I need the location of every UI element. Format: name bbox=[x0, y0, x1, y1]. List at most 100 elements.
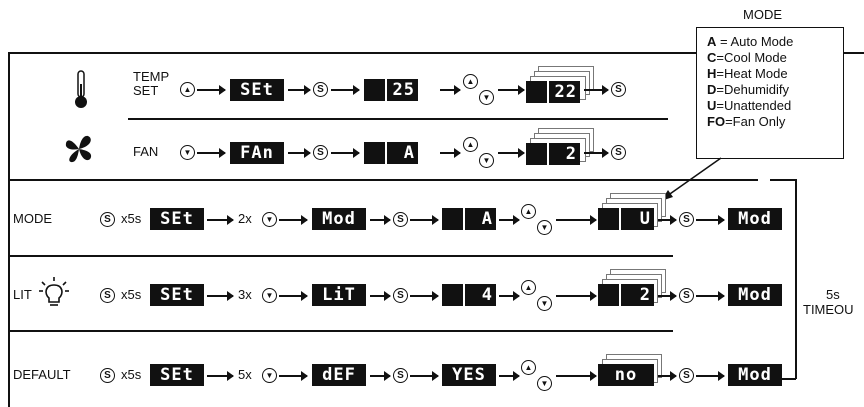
fan-up-button[interactable]: ▲ bbox=[463, 137, 478, 152]
temp-arrow-3 bbox=[331, 85, 360, 95]
mode-display-set: SEt bbox=[150, 208, 204, 230]
legend-item-separator: = bbox=[716, 50, 724, 65]
fan-arrow-4 bbox=[440, 148, 461, 158]
lit-arrow-5 bbox=[499, 291, 520, 301]
default-up-button[interactable]: ▲ bbox=[521, 360, 536, 375]
lit-confirm-s-button[interactable]: S bbox=[679, 288, 694, 303]
default-arrow-4 bbox=[410, 371, 439, 381]
mode-display-current: A bbox=[442, 208, 496, 230]
lit-arrow-7 bbox=[658, 291, 677, 301]
thermometer-icon bbox=[75, 70, 87, 108]
lit-display-new: 2 bbox=[598, 284, 654, 306]
default-down-button[interactable]: ▼ bbox=[537, 376, 552, 391]
mode-display-exit-text: Mod bbox=[738, 209, 772, 229]
fan-display-new-text: 2 bbox=[565, 144, 577, 164]
legend-item-separator: = bbox=[716, 82, 724, 97]
fan-display-current-text: A bbox=[403, 143, 415, 163]
lit-display-new-segment-gap bbox=[619, 284, 621, 306]
mode-display-new: U bbox=[598, 208, 654, 230]
default-display-new-text: no bbox=[614, 365, 638, 385]
fan-display-fan-text: FAn bbox=[240, 143, 274, 163]
temp-up-button[interactable]: ▲ bbox=[180, 82, 195, 97]
mode-down-button[interactable]: ▼ bbox=[262, 212, 277, 227]
fan-down-button[interactable]: ▼ bbox=[180, 145, 195, 160]
lit-display-exit: Mod bbox=[728, 284, 782, 306]
mode-arrow-3 bbox=[370, 215, 391, 225]
lit-hold-s-button[interactable]: S bbox=[100, 288, 115, 303]
light-bulb-icon bbox=[39, 277, 69, 306]
legend-item: D=Dehumidify bbox=[707, 82, 843, 98]
mode-arrow-7 bbox=[658, 215, 677, 225]
mode-display-exit: Mod bbox=[728, 208, 782, 230]
lit-down-button[interactable]: ▼ bbox=[537, 296, 552, 311]
lit-s-button[interactable]: S bbox=[393, 288, 408, 303]
legend-item: A = Auto Mode bbox=[707, 34, 843, 50]
lit-up-button[interactable]: ▲ bbox=[521, 280, 536, 295]
fan-arrow-5 bbox=[498, 148, 525, 158]
lit-arrow-1 bbox=[207, 291, 234, 301]
timeout-label-line2: TIMEOU bbox=[803, 302, 854, 317]
default-s-button[interactable]: S bbox=[393, 368, 408, 383]
lit-press-count: 3x bbox=[238, 287, 252, 302]
frame-top-line-right bbox=[844, 52, 864, 54]
lit-arrow-4 bbox=[410, 291, 439, 301]
legend-item-text: Unattended bbox=[723, 98, 792, 113]
temp-display-current-segment-gap bbox=[385, 79, 387, 101]
temp-arrow-6 bbox=[584, 85, 609, 95]
legend-item-separator: = bbox=[716, 98, 724, 113]
mode-up-button[interactable]: ▲ bbox=[521, 204, 536, 219]
mode-hold-s-button[interactable]: S bbox=[100, 212, 115, 227]
mode-arrow-6 bbox=[556, 215, 597, 225]
legend-item-text: Fan Only bbox=[732, 114, 786, 129]
lit-arrow-3 bbox=[370, 291, 391, 301]
divider-lit-default bbox=[8, 330, 673, 332]
default-display-exit-text: Mod bbox=[738, 365, 772, 385]
default-hold-s-button[interactable]: S bbox=[100, 368, 115, 383]
temp-display-current-text: 25 bbox=[392, 80, 415, 100]
fan-down-button[interactable]: ▼ bbox=[479, 153, 494, 168]
mode-display-menu-text: Mod bbox=[322, 209, 356, 229]
legend-item-text: Cool Mode bbox=[723, 50, 787, 65]
default-arrow-2 bbox=[279, 371, 308, 381]
timeout-bracket-top bbox=[770, 179, 796, 181]
mode-display-set-text: SEt bbox=[160, 209, 194, 229]
fan-confirm-s-button[interactable]: S bbox=[611, 145, 626, 160]
default-down-button[interactable]: ▼ bbox=[262, 368, 277, 383]
legend-item-separator: = bbox=[725, 114, 733, 129]
mode-hold-duration: x5s bbox=[121, 211, 142, 226]
fan-s-button[interactable]: S bbox=[313, 145, 328, 160]
default-display-current: YES bbox=[442, 364, 496, 386]
legend-item-key: C bbox=[707, 50, 717, 65]
mode-display-new-segment-gap bbox=[619, 208, 621, 230]
default-arrow-5 bbox=[499, 371, 520, 381]
temp-display-new: 22 bbox=[526, 81, 580, 103]
lit-down-button[interactable]: ▼ bbox=[262, 288, 277, 303]
fan-display-new: 2 bbox=[526, 143, 580, 165]
fan-display-current: A bbox=[364, 142, 418, 164]
mode-display-menu: Mod bbox=[312, 208, 366, 230]
mode-down-button[interactable]: ▼ bbox=[537, 220, 552, 235]
temp-confirm-s-button[interactable]: S bbox=[611, 82, 626, 97]
default-display-set: SEt bbox=[150, 364, 204, 386]
default-display-menu-text: dEF bbox=[322, 365, 356, 385]
timeout-label-line1: 5s bbox=[826, 287, 840, 302]
legend-item-key: A bbox=[707, 34, 717, 49]
lit-label: LIT bbox=[13, 287, 32, 302]
mode-display-new-text: U bbox=[639, 209, 651, 229]
lit-display-menu: LiT bbox=[312, 284, 366, 306]
temp-down-button[interactable]: ▼ bbox=[479, 90, 494, 105]
lit-arrow-8 bbox=[696, 291, 725, 301]
default-confirm-s-button[interactable]: S bbox=[679, 368, 694, 383]
temp-s-button[interactable]: S bbox=[313, 82, 328, 97]
mode-arrow-1 bbox=[207, 215, 234, 225]
mode-press-count: 2x bbox=[238, 211, 252, 226]
frame-top-line bbox=[8, 52, 696, 54]
lit-display-menu-text: LiT bbox=[322, 285, 356, 305]
temp-up-button[interactable]: ▲ bbox=[463, 74, 478, 89]
legend-item: U=Unattended bbox=[707, 98, 843, 114]
mode-confirm-s-button[interactable]: S bbox=[679, 212, 694, 227]
mode-s-button[interactable]: S bbox=[393, 212, 408, 227]
timeout-bracket-bottom bbox=[777, 378, 796, 380]
temp-display-set-text: SEt bbox=[240, 80, 274, 100]
